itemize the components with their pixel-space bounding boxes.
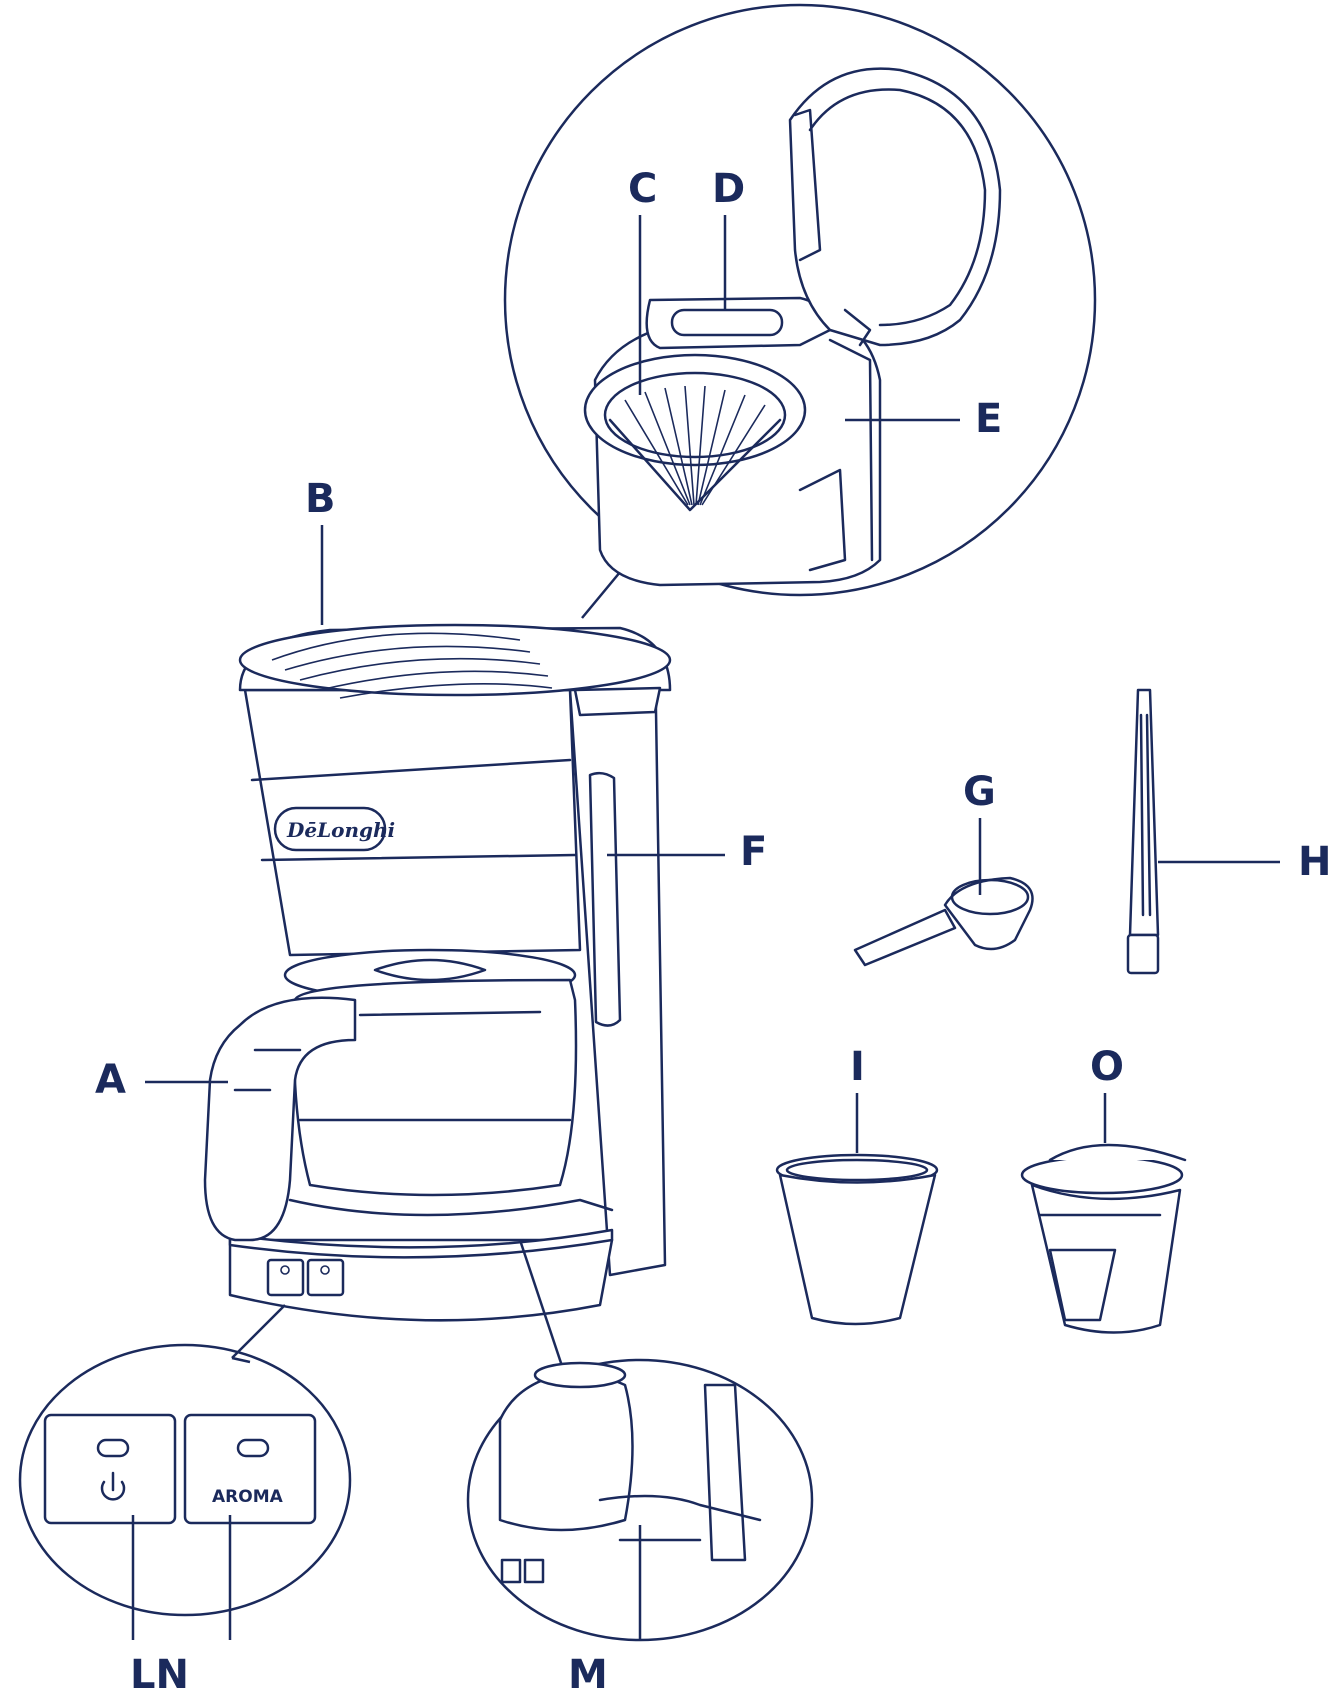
- measuring-scoop: [853, 876, 1034, 967]
- filter-with-lid: [1020, 1143, 1187, 1334]
- label-i: I: [850, 1044, 865, 1090]
- label-m: M: [568, 1652, 608, 1698]
- label-h: H: [1298, 839, 1331, 885]
- power-switch: [266, 1258, 305, 1297]
- coffee-maker: DēLonghi: [203, 623, 672, 1322]
- anti-drip-detail: [466, 1239, 814, 1642]
- permanent-filter: [775, 1153, 939, 1326]
- power-icon: [100, 1471, 126, 1501]
- label-c: C: [628, 166, 657, 212]
- label-ln: LN: [130, 1652, 189, 1698]
- cleaning-tool: [1126, 688, 1160, 975]
- aroma-switch: [306, 1258, 345, 1297]
- filter-holder-detail: [503, 3, 1097, 619]
- label-e: E: [975, 396, 1002, 442]
- brand-logo: DēLonghi: [286, 818, 395, 842]
- label-o: O: [1090, 1044, 1124, 1090]
- switch-panel-detail: [18, 1304, 352, 1617]
- aroma-text: AROMA: [212, 1487, 284, 1507]
- label-b: B: [305, 476, 336, 522]
- label-g: G: [963, 769, 996, 815]
- label-f: F: [740, 829, 767, 875]
- brand-plate: [273, 806, 387, 852]
- label-a: A: [95, 1057, 126, 1103]
- power-button-detail: [43, 1413, 177, 1525]
- label-d: D: [712, 166, 745, 212]
- aroma-button-detail: [183, 1413, 317, 1525]
